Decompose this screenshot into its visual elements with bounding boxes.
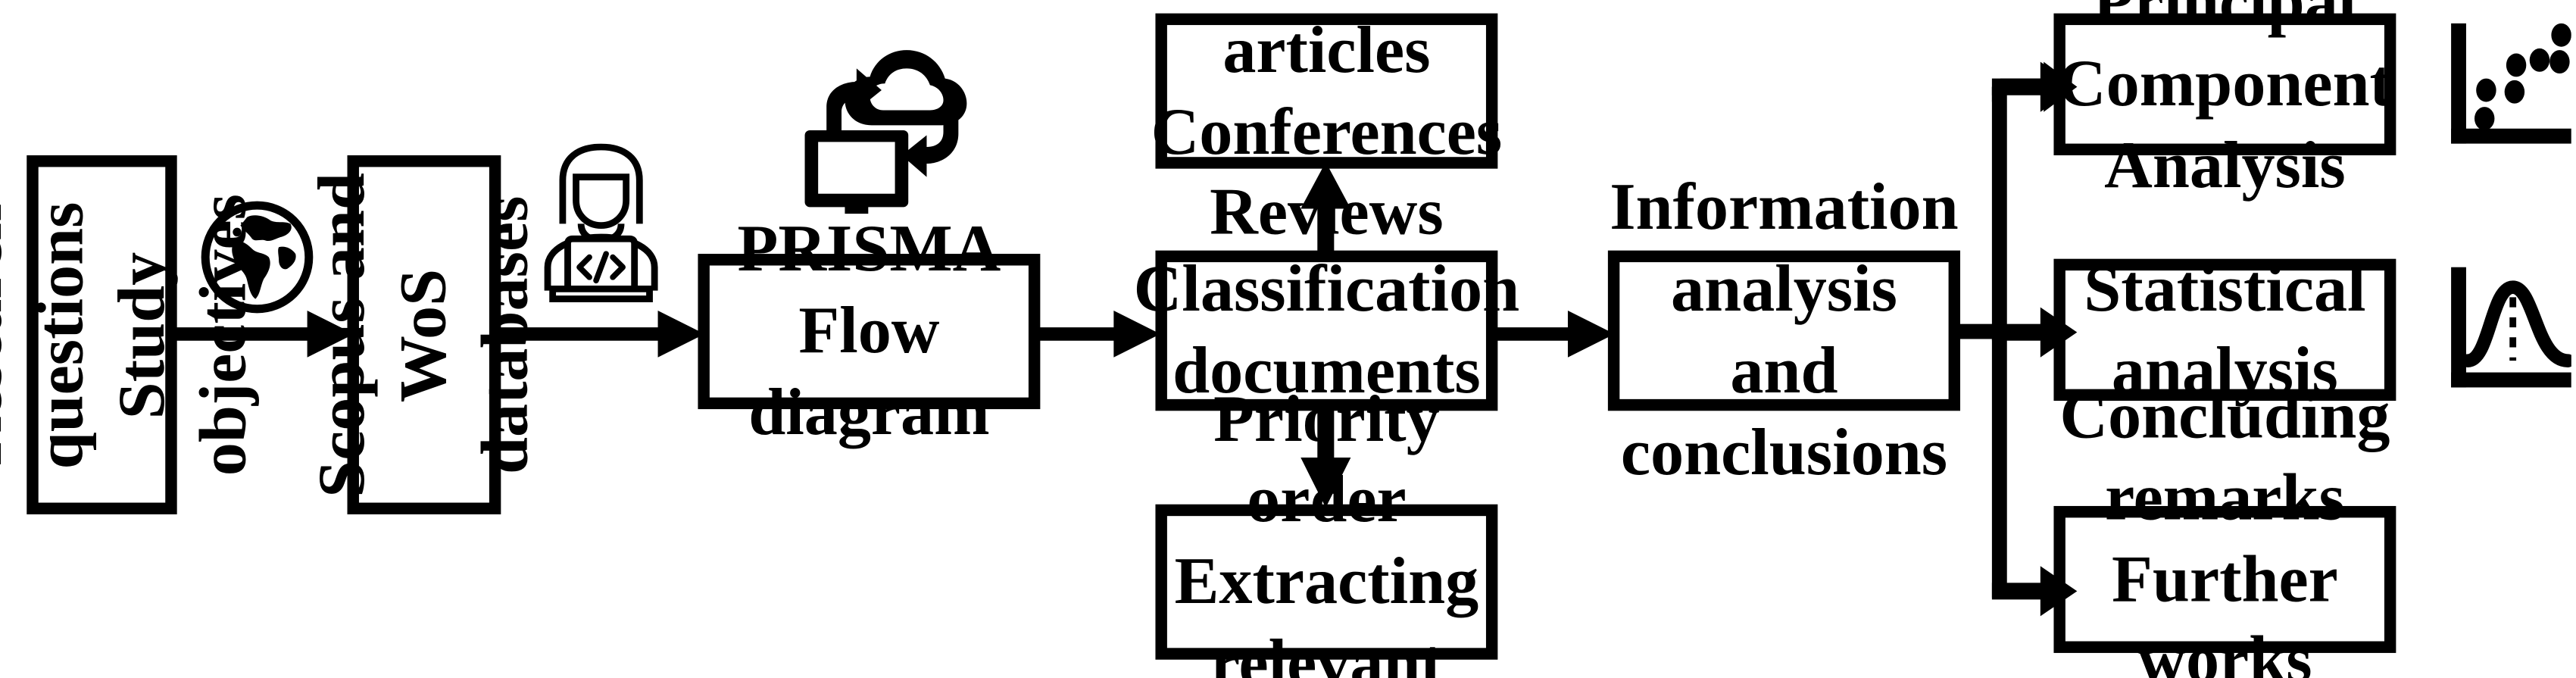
- cloud-monitor-sync-icon: [798, 30, 972, 214]
- node-research-questions: Research questions Study objectives: [0, 155, 260, 514]
- node-classification-documents: Classification documents: [1134, 250, 1519, 411]
- node-scopus-wos-label: Scopus and WoS databases: [303, 172, 542, 498]
- node-journal-articles-label: Journal articles Conferences Reviews: [1151, 0, 1503, 250]
- node-prisma-flow: PRISMA Flow diagram: [698, 211, 1041, 449]
- node-prisma-flow-label: PRISMA Flow diagram: [737, 211, 1001, 449]
- node-statistical-analysis: Statistical analysis: [2053, 250, 2396, 407]
- node-priority-order: Priority order Extracting relevant infor…: [1155, 380, 1498, 678]
- node-concluding-remarks-label: Concluding remarks Further works Challen…: [2059, 377, 2390, 678]
- node-classification-documents-label: Classification documents: [1133, 251, 1520, 408]
- node-priority-order-label: Priority order Extracting relevant infor…: [1174, 380, 1479, 678]
- node-information-analysis-label: Information analysis and conclusions: [1610, 169, 1959, 489]
- scatter-plot-icon: [2448, 20, 2571, 153]
- globe-icon: [197, 197, 317, 317]
- person-laptop-code-icon: [531, 143, 671, 308]
- node-statistical-analysis-label: Statistical analysis: [2084, 250, 2366, 407]
- node-information-analysis: Information analysis and conclusions: [1607, 170, 1961, 489]
- node-scopus-wos: Scopus and WoS databases: [304, 155, 542, 514]
- normal-distribution-curve-icon: [2448, 264, 2571, 397]
- node-principal-component-analysis-label: Principal Component Analysis: [2057, 0, 2392, 202]
- node-concluding-remarks: Concluding remarks Further works Challen…: [2053, 377, 2396, 678]
- node-journal-articles: Journal articles Conferences Reviews: [1151, 0, 1503, 249]
- node-principal-component-analysis: Principal Component Analysis: [2053, 0, 2396, 202]
